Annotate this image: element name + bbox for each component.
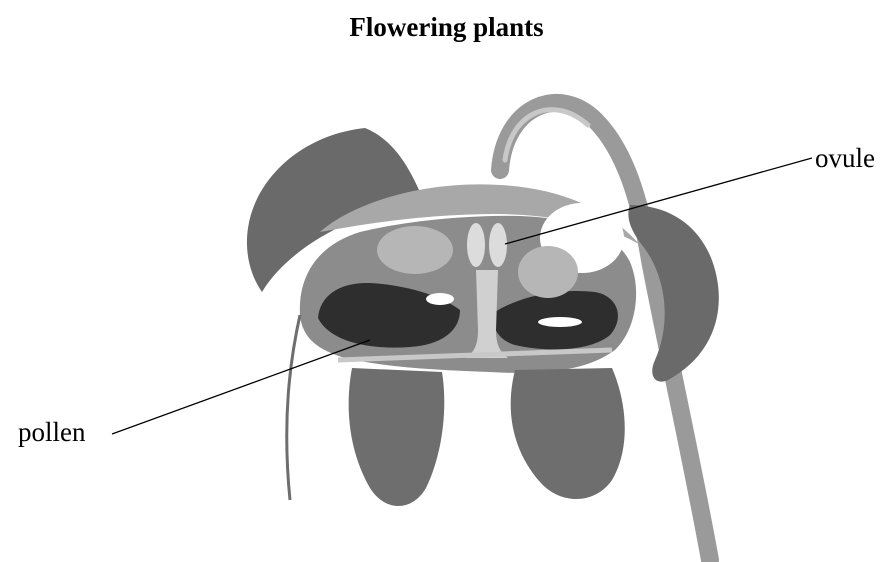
ovule-right [489, 223, 507, 267]
ovule-label: ovule [815, 143, 875, 174]
right-stamens [518, 246, 578, 298]
right-slit [538, 317, 582, 327]
ovule-left [467, 223, 485, 267]
right-petal [628, 205, 718, 382]
left-opening [426, 293, 454, 305]
lower-left-petal [349, 368, 445, 506]
left-stamens [377, 226, 453, 274]
lower-right-petal [511, 368, 625, 499]
left-filament [287, 315, 300, 500]
pollen-leader-line [112, 340, 370, 434]
pollen-label: pollen [18, 417, 86, 448]
